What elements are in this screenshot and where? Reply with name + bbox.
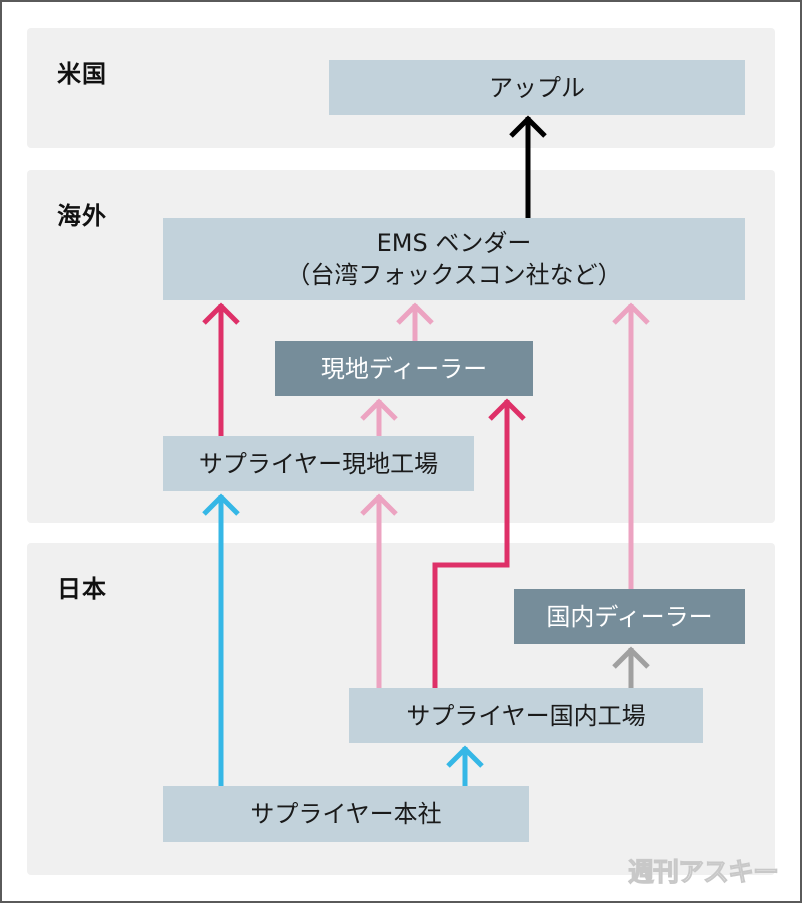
node-supplier-local-factory: サプライヤー現地工場 <box>163 436 474 491</box>
node-local-dealer: 現地ディーラー <box>275 341 533 396</box>
node-ems-vendor: EMS ベンダー （台湾フォックスコン社など） <box>163 218 745 300</box>
node-supplier-domestic-factory: サプライヤー国内工場 <box>349 688 703 743</box>
region-label-japan: 日本 <box>57 575 107 603</box>
node-apple: アップル <box>329 60 745 115</box>
region-label-overseas: 海外 <box>57 202 107 230</box>
node-domestic-dealer: 国内ディーラー <box>514 589 745 644</box>
node-supplier-hq: サプライヤー本社 <box>163 786 529 842</box>
watermark-logo: 週刊アスキー <box>627 858 779 889</box>
region-label-usa: 米国 <box>57 60 107 88</box>
